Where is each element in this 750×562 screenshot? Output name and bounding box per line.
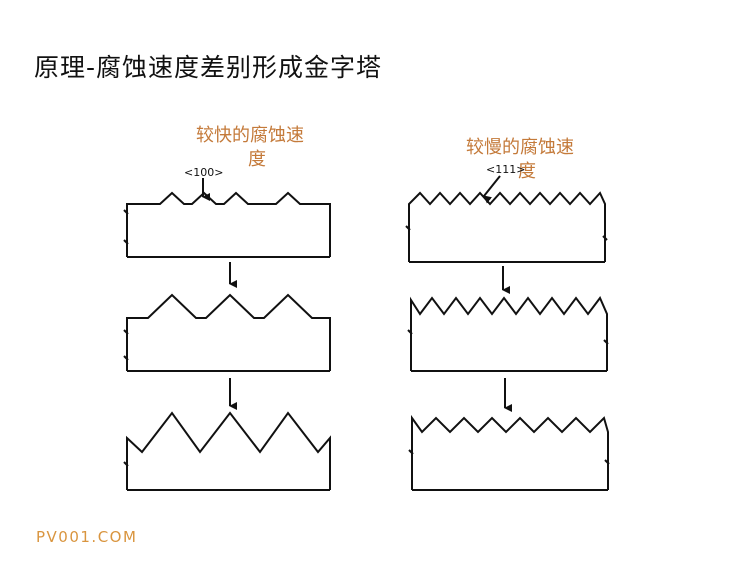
plane-100-label: <100> xyxy=(184,166,224,179)
fast-stage-2 xyxy=(123,293,331,372)
plane-111-label: <111> xyxy=(486,163,526,176)
slow-stage-1 xyxy=(405,191,608,263)
slow-etch-label: 较慢的腐蚀速 度 xyxy=(466,136,606,184)
slow-plane-arrow xyxy=(483,175,501,204)
slow-stage-3 xyxy=(408,414,610,491)
fast-etch-label-line2: 度 xyxy=(248,149,266,170)
fast-etch-label-line1: 较快的腐蚀速 xyxy=(196,125,304,146)
fast-stage-1 xyxy=(123,191,331,258)
fast-stage-3 xyxy=(123,411,331,491)
watermark: PV001.COM xyxy=(36,528,138,546)
slow-etch-label-line2: 度 xyxy=(518,161,536,182)
slow-stage-2 xyxy=(407,296,609,372)
slow-etch-label-line1: 较慢的腐蚀速 xyxy=(466,137,574,158)
page-title: 原理-腐蚀速度差别形成金字塔 xyxy=(34,53,383,82)
fast-etch-label: 较快的腐蚀速 度 xyxy=(196,124,336,172)
